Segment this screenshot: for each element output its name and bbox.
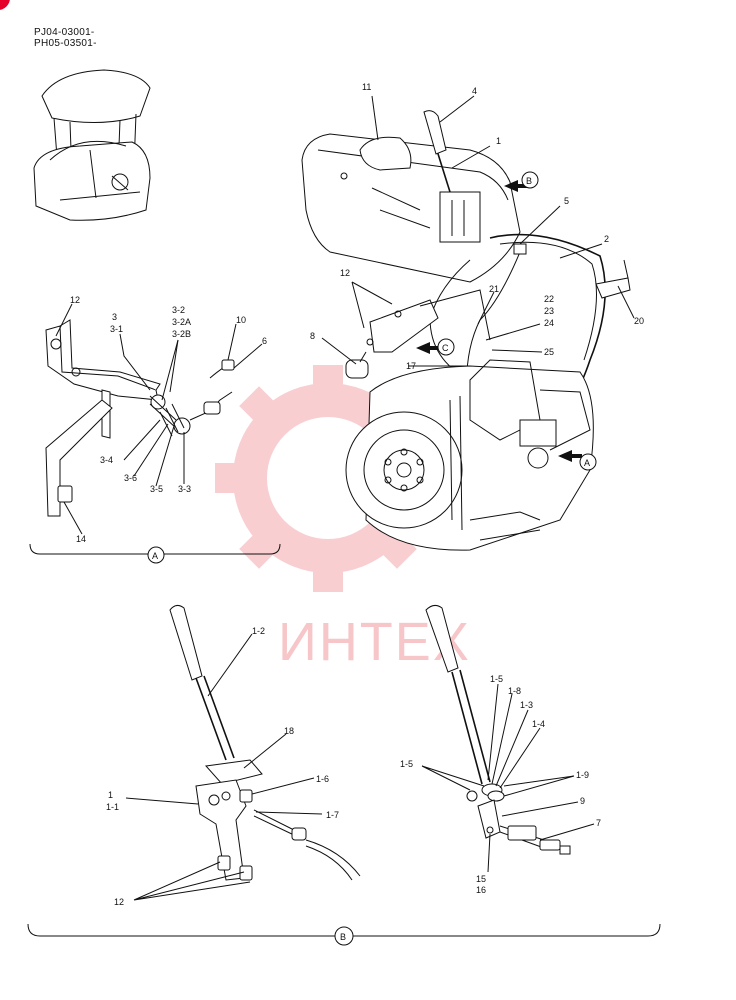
label-b-1-8: 1-8 bbox=[508, 686, 521, 696]
label-b-15: 15 bbox=[476, 874, 486, 884]
label-1: 1 bbox=[496, 136, 501, 146]
view-c-marker: C bbox=[442, 343, 449, 353]
label-a-3-2b: 3-2B bbox=[172, 329, 191, 339]
view-arrow-a: A bbox=[558, 450, 597, 471]
main-view-leaders bbox=[321, 95, 635, 367]
label-12-main: 12 bbox=[340, 268, 350, 278]
label-b-1-9: 1-9 bbox=[576, 770, 589, 780]
corner-tab bbox=[0, 0, 10, 10]
machine-thumbnail bbox=[33, 69, 151, 221]
label-a-3-2a: 3-2A bbox=[172, 317, 191, 327]
engine-assembly bbox=[345, 359, 594, 551]
label-b-12: 12 bbox=[114, 897, 124, 907]
label-4: 4 bbox=[472, 86, 477, 96]
label-b-1-5-top: 1-5 bbox=[490, 674, 503, 684]
control-console bbox=[301, 133, 521, 283]
label-a-10: 10 bbox=[236, 315, 246, 325]
detail-a-marker: A bbox=[152, 551, 158, 561]
label-23: 23 bbox=[544, 306, 554, 316]
view-arrow-b: B bbox=[504, 171, 539, 192]
label-b-1-7: 1-7 bbox=[326, 810, 339, 820]
label-25: 25 bbox=[544, 347, 554, 357]
model-code-line1: PJ04-03001- bbox=[34, 27, 95, 38]
view-arrow-c: C bbox=[416, 338, 455, 356]
label-17: 17 bbox=[406, 361, 416, 371]
view-b-marker: B bbox=[526, 176, 532, 186]
lever-main bbox=[423, 110, 451, 193]
detail-a-leaders bbox=[55, 303, 263, 535]
label-11: 11 bbox=[362, 82, 371, 92]
label-5: 5 bbox=[564, 196, 569, 206]
detail-b-right-drawing bbox=[425, 604, 571, 855]
label-b-1-2: 1-2 bbox=[252, 626, 265, 636]
label-a-3-1: 3-1 bbox=[110, 324, 123, 334]
label-b-1-6: 1-6 bbox=[316, 774, 329, 784]
label-2: 2 bbox=[604, 234, 609, 244]
view-a-marker: A bbox=[584, 458, 590, 468]
label-b-16: 16 bbox=[476, 885, 486, 895]
label-20: 20 bbox=[634, 316, 644, 326]
label-b-1-1: 1-1 bbox=[106, 802, 119, 812]
label-b-7: 7 bbox=[596, 818, 601, 828]
label-8: 8 bbox=[310, 331, 315, 341]
label-a-3-3: 3-3 bbox=[178, 484, 191, 494]
model-code-line2: PH05-03501- bbox=[34, 38, 97, 49]
detail-b-marker: B bbox=[340, 932, 346, 942]
bracket-20 bbox=[595, 277, 631, 299]
label-22: 22 bbox=[544, 294, 554, 304]
label-b-1: 1 bbox=[108, 790, 113, 800]
label-a-3-2: 3-2 bbox=[172, 305, 185, 315]
label-b-9: 9 bbox=[580, 796, 585, 806]
label-a-3: 3 bbox=[112, 312, 117, 322]
label-21: 21 bbox=[489, 284, 499, 294]
detail-a-marker-circle bbox=[147, 546, 165, 564]
label-a-12: 12 bbox=[70, 295, 80, 305]
label-b-1-3: 1-3 bbox=[520, 700, 533, 710]
label-a-14: 14 bbox=[76, 534, 86, 544]
detail-b-left-leaders bbox=[125, 633, 323, 901]
stop-solenoid-bracket bbox=[345, 289, 491, 379]
label-b-1-4: 1-4 bbox=[532, 719, 545, 729]
detail-b-right-leaders bbox=[421, 683, 595, 873]
label-a-3-6: 3-6 bbox=[124, 473, 137, 483]
detail-b-left-drawing bbox=[169, 604, 361, 881]
label-a-3-5: 3-5 bbox=[150, 484, 163, 494]
label-a-6: 6 bbox=[262, 336, 267, 346]
detail-b-marker-circle bbox=[334, 926, 354, 946]
label-24: 24 bbox=[544, 318, 554, 328]
label-b-18: 18 bbox=[284, 726, 294, 736]
detail-a-drawing bbox=[45, 319, 235, 517]
label-a-3-4: 3-4 bbox=[100, 455, 113, 465]
label-b-1-5-left: 1-5 bbox=[400, 759, 413, 769]
